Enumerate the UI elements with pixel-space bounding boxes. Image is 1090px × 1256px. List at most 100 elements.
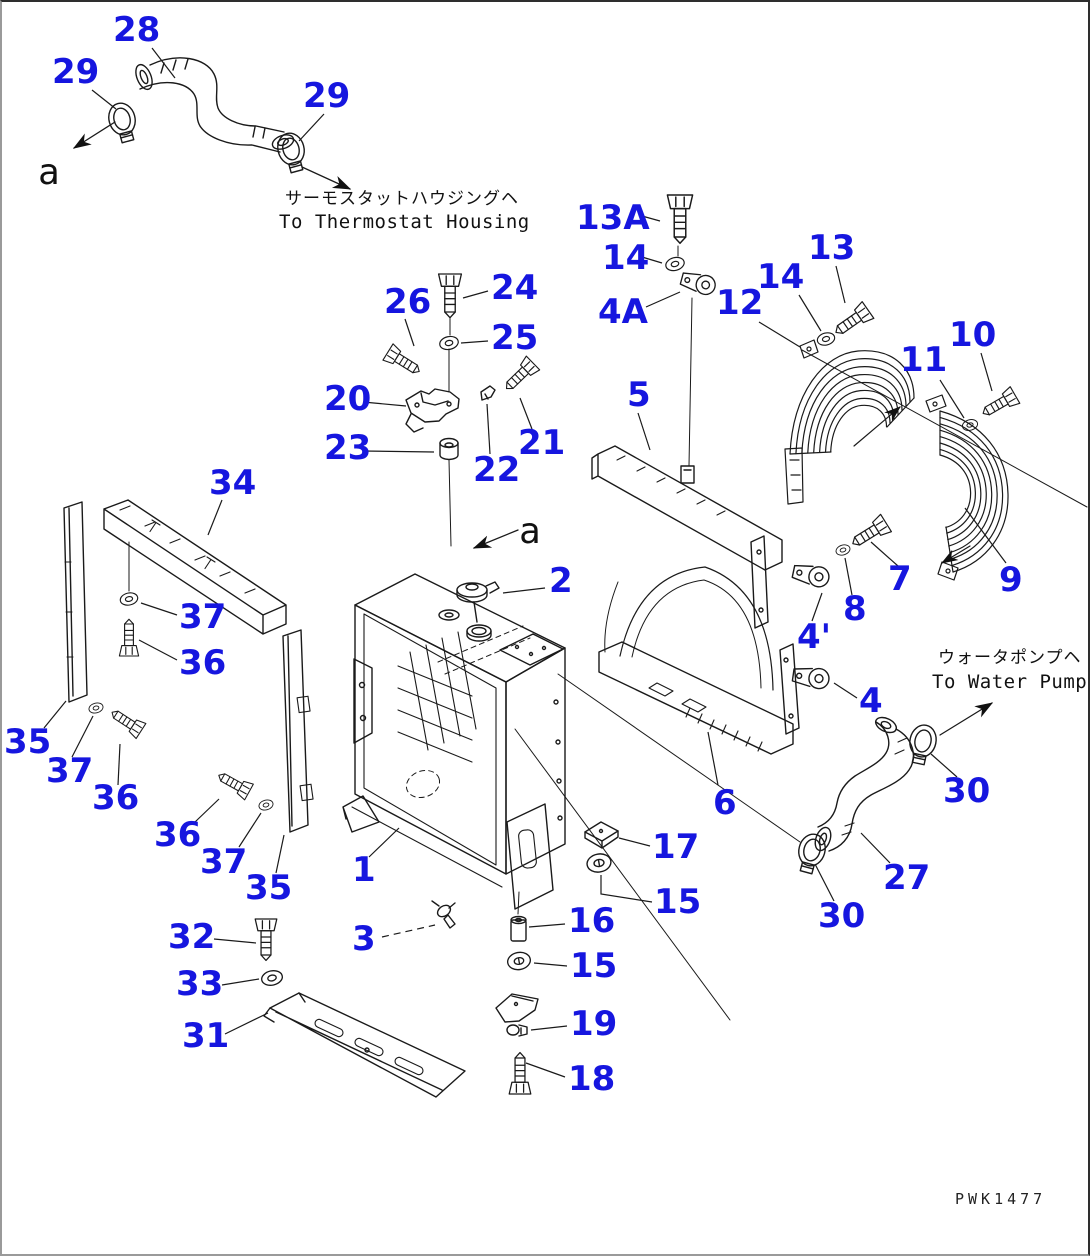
fan-guard-9-drawing (925, 394, 1009, 581)
leader-line-13 (835, 265, 846, 304)
leader-line-30 (930, 753, 958, 778)
part-label-34: 34 (209, 463, 256, 503)
leader-line-25 (460, 340, 489, 344)
part-label-18: 18 (568, 1059, 615, 1099)
part-label-36: 36 (154, 815, 201, 855)
bolt-13a-assembly (663, 194, 718, 484)
part-label-35: 35 (245, 868, 292, 908)
part-label-20: 20 (324, 379, 371, 419)
part-label-5: 5 (627, 375, 651, 415)
leader-line-7 (870, 541, 899, 567)
leader-line-12 (758, 321, 801, 348)
leader-line-2 (502, 587, 546, 594)
leader-line-9 (964, 507, 1007, 564)
leader-line-8 (844, 557, 853, 596)
leader-line-35 (43, 700, 67, 729)
fan-guard-12-drawing (784, 339, 915, 505)
leader-line-34 (207, 499, 223, 536)
leader-line-5 (637, 412, 651, 451)
part-label-13: 13 (808, 228, 855, 268)
part-label-33: 33 (176, 964, 223, 1004)
leader-line-18 (525, 1062, 566, 1078)
part-label-26: 26 (384, 282, 431, 322)
leader-line-4p (811, 592, 823, 622)
leader-line-10 (980, 352, 993, 392)
leader-line-30 (814, 863, 835, 902)
leader-line-31 (224, 1012, 269, 1035)
leader-lines (43, 47, 1007, 1078)
view-arrow-a-mid: a (519, 511, 541, 552)
leader-line-6 (707, 731, 719, 786)
leader-line-15 (533, 962, 568, 967)
leader-line-21 (519, 397, 533, 430)
part-label-16: 16 (568, 901, 615, 941)
part-label-14: 14 (602, 238, 649, 278)
part-label-2: 2 (549, 561, 573, 601)
to-thermostat-en: To Thermostat Housing (279, 211, 530, 233)
upper-hose-drawing (135, 57, 295, 153)
leader-line-27 (860, 832, 891, 864)
leader-line-29 (298, 113, 325, 142)
part-label-37: 37 (46, 751, 93, 791)
leader-line-14 (798, 294, 822, 332)
bottom-shield-drawing (254, 918, 466, 1098)
part-label-29: 29 (303, 76, 350, 116)
filler-bracket-assembly (382, 273, 541, 547)
leader-line-16 (528, 923, 566, 928)
part-label-1: 1 (352, 850, 376, 890)
leader-line-29 (91, 89, 117, 110)
part-label-29: 29 (52, 52, 99, 92)
leader-line-35 (275, 834, 285, 874)
part-label-4p: 4' (797, 617, 831, 657)
leader-line-37 (238, 812, 262, 848)
part-label-35: 35 (4, 722, 51, 762)
part-label-17: 17 (652, 827, 699, 867)
leader-line-32 (213, 938, 257, 944)
to-waterpump-jp: ウォータポンプヘ (938, 648, 1082, 668)
leader-line-26 (404, 318, 415, 347)
leader-line-1 (368, 827, 400, 858)
part-labels: 28292913A144A242526202122232512141311109… (4, 10, 1023, 1099)
leader-line-28 (151, 47, 176, 79)
leader-line-20 (362, 401, 407, 407)
part-label-36: 36 (179, 643, 226, 683)
part-label-22: 22 (473, 450, 520, 490)
part-label-25: 25 (491, 318, 538, 358)
leader-line-4 (833, 682, 858, 699)
lower-hose-drawing (792, 716, 940, 877)
part-label-27: 27 (883, 858, 930, 898)
hose-clamp-29-left (104, 99, 142, 146)
part-label-19: 19 (570, 1004, 617, 1044)
part-label-24: 24 (491, 268, 538, 308)
leader-line-17 (618, 837, 651, 847)
leader-line-37 (71, 715, 94, 758)
leader-line-19 (530, 1025, 568, 1031)
part-label-28: 28 (113, 10, 160, 50)
part-label-23: 23 (324, 428, 371, 468)
direction-arrows (72, 121, 994, 736)
leader-line-24 (462, 290, 489, 299)
part-label-36: 36 (92, 778, 139, 818)
leader-line-36 (117, 743, 121, 786)
part-label-8: 8 (843, 589, 867, 629)
side-shield-drawings (63, 499, 314, 833)
leader-line-37 (140, 602, 178, 616)
leader-line-33 (221, 978, 260, 986)
leader-line-15 (600, 875, 653, 903)
leader-line-23 (362, 450, 435, 453)
part-label-14: 14 (757, 257, 804, 297)
part-label-32: 32 (168, 917, 215, 957)
part-label-15: 15 (570, 946, 617, 986)
part-label-37: 37 (179, 597, 226, 637)
part-label-30: 30 (943, 771, 990, 811)
leader-line-13A (641, 215, 661, 222)
part-label-37: 37 (200, 842, 247, 882)
part-label-9: 9 (999, 560, 1023, 600)
part-label-11: 11 (900, 340, 947, 380)
leader-line-14 (641, 256, 663, 264)
drawing-number: PWK1477 (955, 1190, 1046, 1208)
leader-line-11 (939, 379, 965, 419)
